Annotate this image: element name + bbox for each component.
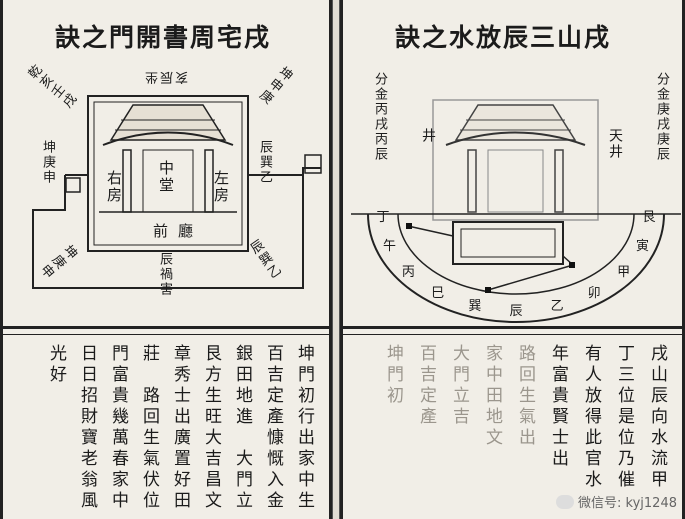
left-text-column: 艮方生旺大吉昌文 <box>201 344 221 512</box>
right-text-column: 有人放得此官水 <box>581 344 601 491</box>
right-fenjin-right: 分金庚戌庚辰 <box>654 72 669 162</box>
right-text-column: 年富貴賢士出 <box>548 344 568 470</box>
left-text-column: 光好 <box>46 344 66 386</box>
ring-char: 丁 <box>376 210 390 225</box>
left-divider <box>3 326 329 329</box>
left-title: 訣之門開書周宅戌 <box>55 23 272 52</box>
left-text-column: 門富貴幾萬春家中 <box>108 344 128 512</box>
right-text-column: 大門立吉 <box>449 344 469 428</box>
wechat-icon <box>556 494 575 509</box>
outer-label-top-mid: 亥辰坐 <box>143 69 189 84</box>
left-text-column: 坤門初行出家中生 <box>294 344 314 512</box>
ring-char: 寅 <box>635 239 649 255</box>
right-text-column: 坤門初 <box>383 344 403 407</box>
ring-char: 午 <box>382 239 396 255</box>
left-room-label: 左房 <box>212 170 230 204</box>
watermark-text: 微信号: kyj1248 <box>578 496 677 511</box>
outer-label-bottom-center: 辰禍害 <box>157 252 172 297</box>
left-floorplan <box>32 95 322 289</box>
watermark: 微信号: kyj1248 <box>556 492 677 511</box>
ring-char: 甲 <box>617 265 631 281</box>
right-divider-thin <box>343 334 682 335</box>
right-page: 訣之水放辰三山戌 分金丙戌丙辰 分金庚戌庚辰 井 天井 丁午丙巳巽辰乙卯甲寅艮 … <box>340 0 685 519</box>
left-divider-thin <box>3 334 329 335</box>
book-gutter <box>332 0 340 519</box>
ring-char: 丙 <box>401 265 415 281</box>
left-text-column: 章秀士出廣置好田 <box>170 344 190 512</box>
right-text-column: 戌山辰向水流甲 <box>647 344 667 491</box>
front-hall-label: 前廳 <box>153 222 204 240</box>
right-divider <box>343 326 682 329</box>
ring-char: 巳 <box>431 286 445 302</box>
right-room-label: 右房 <box>105 170 123 204</box>
left-text-column: 百吉定產慷慨入金 <box>263 344 283 512</box>
right-text-column: 丁三位是位乃催 <box>614 344 634 491</box>
ring-char: 乙 <box>550 299 564 315</box>
tian-label: 天井 <box>607 128 623 160</box>
left-text-column: 莊 路回生氣伏位 <box>139 344 159 512</box>
right-text-column: 路回生氣出 <box>515 344 535 449</box>
outer-label-right-side: 辰巽乙 <box>257 140 272 185</box>
ring-char: 巽 <box>468 299 482 315</box>
left-text-column: 銀田地進 大門立 <box>232 344 252 512</box>
right-fenjin-left: 分金丙戌丙辰 <box>372 72 387 162</box>
center-hall-label: 中堂 <box>157 160 175 194</box>
left-page: 訣之門開書周宅戌 中堂 右房 左房 前廳 乾亥壬戌 亥辰坐 坤申庚 坤庚申 辰巽… <box>0 0 332 519</box>
right-title: 訣之水放辰三山戌 <box>395 23 612 52</box>
outer-label-left-side: 坤庚申 <box>40 140 55 185</box>
right-floorplan <box>351 99 681 323</box>
right-text-column: 百吉定產 <box>416 344 436 428</box>
ring-char: 艮 <box>642 210 656 225</box>
left-text-column: 日日招財寶老翁風 <box>77 344 97 512</box>
ring-char: 辰 <box>509 304 523 319</box>
ring-char: 卯 <box>587 286 601 302</box>
well-label: 井 <box>420 128 436 144</box>
right-text-column: 家中田地文 <box>482 344 502 449</box>
